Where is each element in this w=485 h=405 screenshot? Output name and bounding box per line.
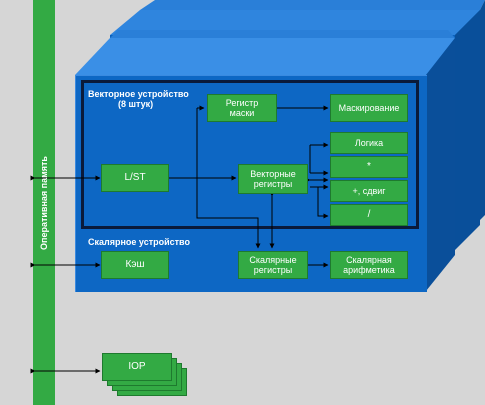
scalar-unit-label: Скалярное устройство [88, 237, 190, 247]
logic-block: Логика [330, 132, 408, 154]
cache-block: Кэш [101, 251, 169, 279]
memory-label: Оперативная память [39, 155, 49, 250]
load-store-block: L/ST [101, 164, 169, 192]
divide-block: / [330, 204, 408, 226]
masking-block: Маскирование [330, 94, 408, 122]
memory-bar [33, 0, 55, 405]
iop-block: IOP [102, 353, 172, 381]
multiply-block: * [330, 156, 408, 178]
add-shift-block: +, сдвиг [330, 180, 408, 202]
vector-unit-label: Векторное устройство (8 штук) [88, 89, 189, 109]
